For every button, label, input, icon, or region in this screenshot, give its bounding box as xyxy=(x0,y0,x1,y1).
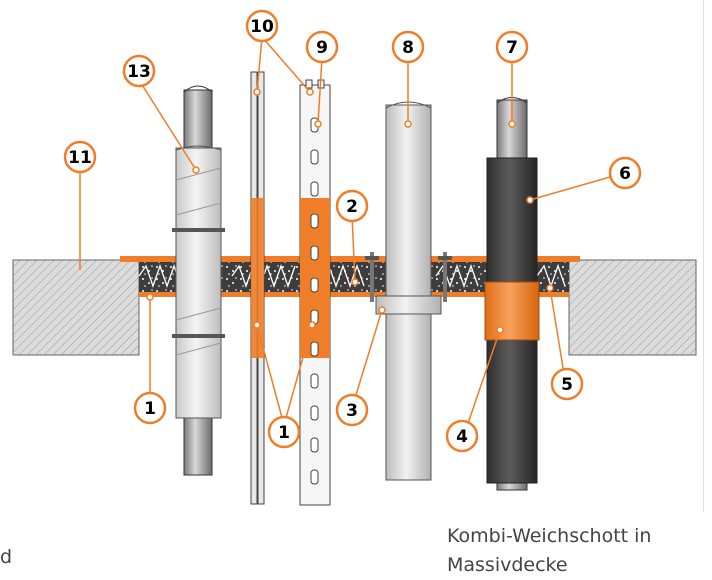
caption-line-2: Massivdecke xyxy=(447,554,568,576)
callout-9-label: 9 xyxy=(316,38,328,58)
callout-10-label: 10 xyxy=(250,17,274,37)
coating-top xyxy=(120,256,580,262)
callout-3-label: 3 xyxy=(346,401,358,421)
callout-2-label: 2 xyxy=(346,197,358,217)
wrapped-pipe-13 xyxy=(172,85,225,476)
callout-1-center-label: 1 xyxy=(278,423,290,443)
insulated-pipe-7 xyxy=(484,97,540,491)
callout-11: 11 xyxy=(63,140,97,174)
callout-11-label: 11 xyxy=(68,148,92,168)
leader-dots xyxy=(146,88,554,334)
concrete-slab-left xyxy=(12,259,140,356)
text-fragment: d xyxy=(0,546,13,568)
callout-13: 13 xyxy=(122,54,156,88)
callout-8-label: 8 xyxy=(402,38,414,58)
callout-5: 5 xyxy=(550,367,584,401)
leader-lines xyxy=(79,36,618,433)
perforated-rail-9 xyxy=(299,79,331,506)
callout-4-label: 4 xyxy=(456,427,468,447)
callout-5-label: 5 xyxy=(561,375,573,395)
callout-6: 6 xyxy=(608,156,642,190)
callout-1-left: 1 xyxy=(133,391,167,425)
callout-8: 8 xyxy=(391,30,425,64)
callout-7-label: 7 xyxy=(506,38,518,58)
callout-4: 4 xyxy=(445,419,479,453)
diagram-caption: Kombi-Weichschott in Massivdecke xyxy=(447,522,707,580)
callout-7: 7 xyxy=(495,30,529,64)
callout-9: 9 xyxy=(305,30,339,64)
coating-bottom xyxy=(139,292,569,297)
threaded-rod-left xyxy=(250,71,265,505)
callout-1-left-label: 1 xyxy=(144,399,156,419)
callout-10: 10 xyxy=(245,9,279,43)
page-edge-line xyxy=(703,0,704,512)
concrete-slab-right xyxy=(568,259,697,356)
callout-1-center: 1 xyxy=(267,415,301,449)
caption-line-1: Kombi-Weichschott in xyxy=(447,525,652,547)
callout-3: 3 xyxy=(335,393,369,427)
plastic-pipe-8 xyxy=(365,101,452,481)
callout-13-label: 13 xyxy=(127,62,151,82)
callout-6-label: 6 xyxy=(619,164,631,184)
callout-2: 2 xyxy=(335,189,369,223)
